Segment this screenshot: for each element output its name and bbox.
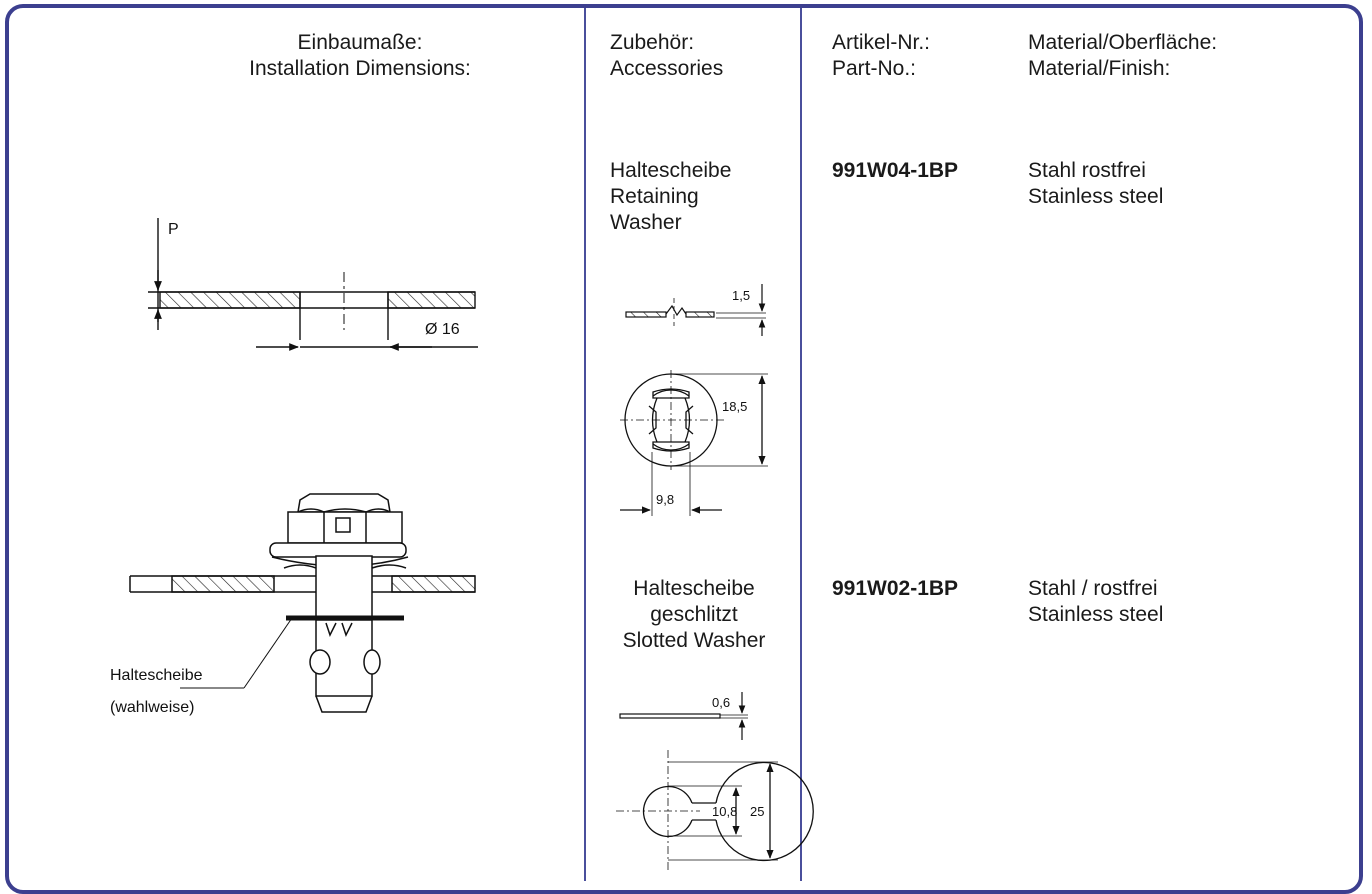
slotted-washer-top-view — [616, 750, 814, 870]
item-1-diameter-label: 18,5 — [722, 399, 747, 414]
header-part-en: Part-No.: — [832, 57, 917, 80]
panel-hole-drawing — [148, 218, 478, 351]
item-2-name: Haltescheibe geschlitzt Slotted Washer — [590, 576, 798, 654]
callout-label-line-2: (wahlweise) — [110, 699, 194, 716]
retaining-washer-side-view — [625, 284, 766, 336]
header-installation-en: Installation Dimensions: — [249, 57, 471, 80]
item-1-material: Stahl rostfrei Stainless steel — [1028, 158, 1163, 210]
item-2-material: Stahl / rostfrei Stainless steel — [1028, 576, 1163, 628]
header-material-en: Material/Finish: — [1028, 57, 1171, 80]
header-material-de: Material/Oberfläche: — [1028, 31, 1218, 54]
panel-thickness-label: P — [168, 221, 179, 238]
retaining-washer-top-view — [620, 370, 768, 516]
item-2-part-no: 991W02-1BP — [832, 577, 959, 600]
header-accessories-en: Accessories — [610, 57, 724, 80]
slotted-washer-side-view — [619, 692, 748, 740]
fastener-assembly-drawing — [129, 493, 476, 713]
item-1-name-line-3: Washer — [610, 211, 682, 234]
header-part-no: Artikel-Nr.: Part-No.: — [832, 30, 930, 82]
callout-label-line-1: Haltescheibe — [110, 667, 203, 684]
item-2-name-line-3: Slotted Washer — [622, 629, 766, 652]
item-1-part-no: 991W04-1BP — [832, 159, 959, 182]
item-1-material-en: Stainless steel — [1028, 185, 1164, 208]
item-2-material-de: Stahl / rostfrei — [1028, 577, 1158, 600]
header-part-de: Artikel-Nr.: — [832, 31, 931, 54]
item-2-diameter-label: 25 — [750, 804, 764, 819]
item-1-material-de: Stahl rostfrei — [1028, 159, 1146, 182]
item-2-name-line-1: Haltescheibe — [633, 577, 755, 600]
column-divider-2 — [800, 8, 802, 881]
header-installation: Einbaumaße: Installation Dimensions: — [160, 30, 560, 82]
item-1-name: Haltescheibe Retaining Washer — [610, 158, 731, 236]
column-divider-1 — [584, 8, 586, 881]
item-2-name-line-2: geschlitzt — [650, 603, 738, 626]
item-1-width-label: 9,8 — [656, 492, 674, 507]
header-material: Material/Oberfläche: Material/Finish: — [1028, 30, 1217, 82]
hole-diameter-label: Ø 16 — [425, 321, 460, 338]
header-installation-de: Einbaumaße: — [297, 31, 423, 54]
item-2-material-en: Stainless steel — [1028, 603, 1164, 626]
item-2-slot-label: 10,8 — [712, 804, 737, 819]
item-2-thickness-label: 0,6 — [712, 695, 730, 710]
item-1-thickness-label: 1,5 — [732, 288, 750, 303]
item-1-name-line-1: Haltescheibe — [610, 159, 732, 182]
item-1-name-line-2: Retaining — [610, 185, 699, 208]
header-accessories-de: Zubehör: — [610, 31, 695, 54]
header-accessories: Zubehör: Accessories — [610, 30, 723, 82]
